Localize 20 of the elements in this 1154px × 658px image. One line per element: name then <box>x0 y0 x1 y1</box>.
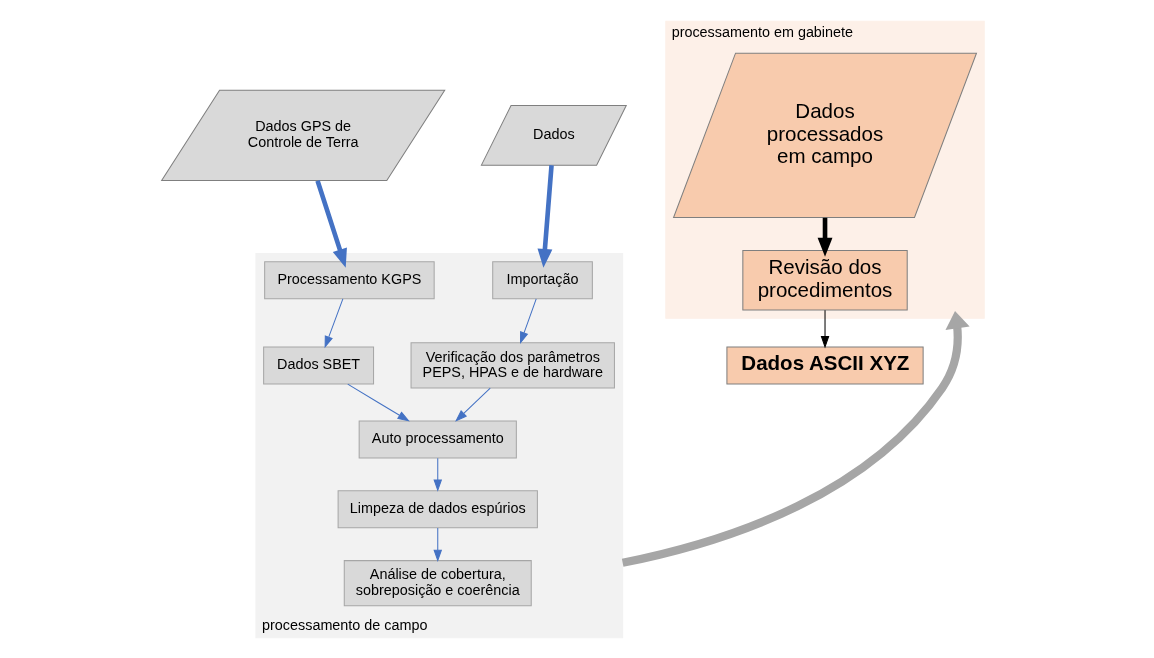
arrow <box>621 310 970 567</box>
arrow <box>520 297 537 344</box>
node-box: Análise de cobertura, sobreposição e coerência <box>343 559 532 606</box>
node-box: Revisão dos procedimentos <box>742 249 908 310</box>
arrow <box>817 217 833 257</box>
node-box: Dados ASCII XYZ <box>726 345 924 384</box>
node-box: Importação <box>492 260 593 299</box>
arrow <box>537 164 554 268</box>
arrow <box>315 179 347 268</box>
arrow <box>324 297 344 348</box>
node-box: Dados SBET <box>263 345 375 384</box>
arrow <box>347 383 410 422</box>
arrow <box>820 309 830 348</box>
node-box: Verificação dos parâmetros PEPS, HPAS e de hardware <box>410 341 615 389</box>
node-box: Processamento KGPS <box>264 260 435 299</box>
arrow <box>455 387 491 422</box>
node-box: Limpeza de dados espúrios <box>337 489 538 528</box>
arrow <box>433 527 443 562</box>
node-box: Auto processamento <box>358 419 517 458</box>
arrow <box>433 457 443 492</box>
